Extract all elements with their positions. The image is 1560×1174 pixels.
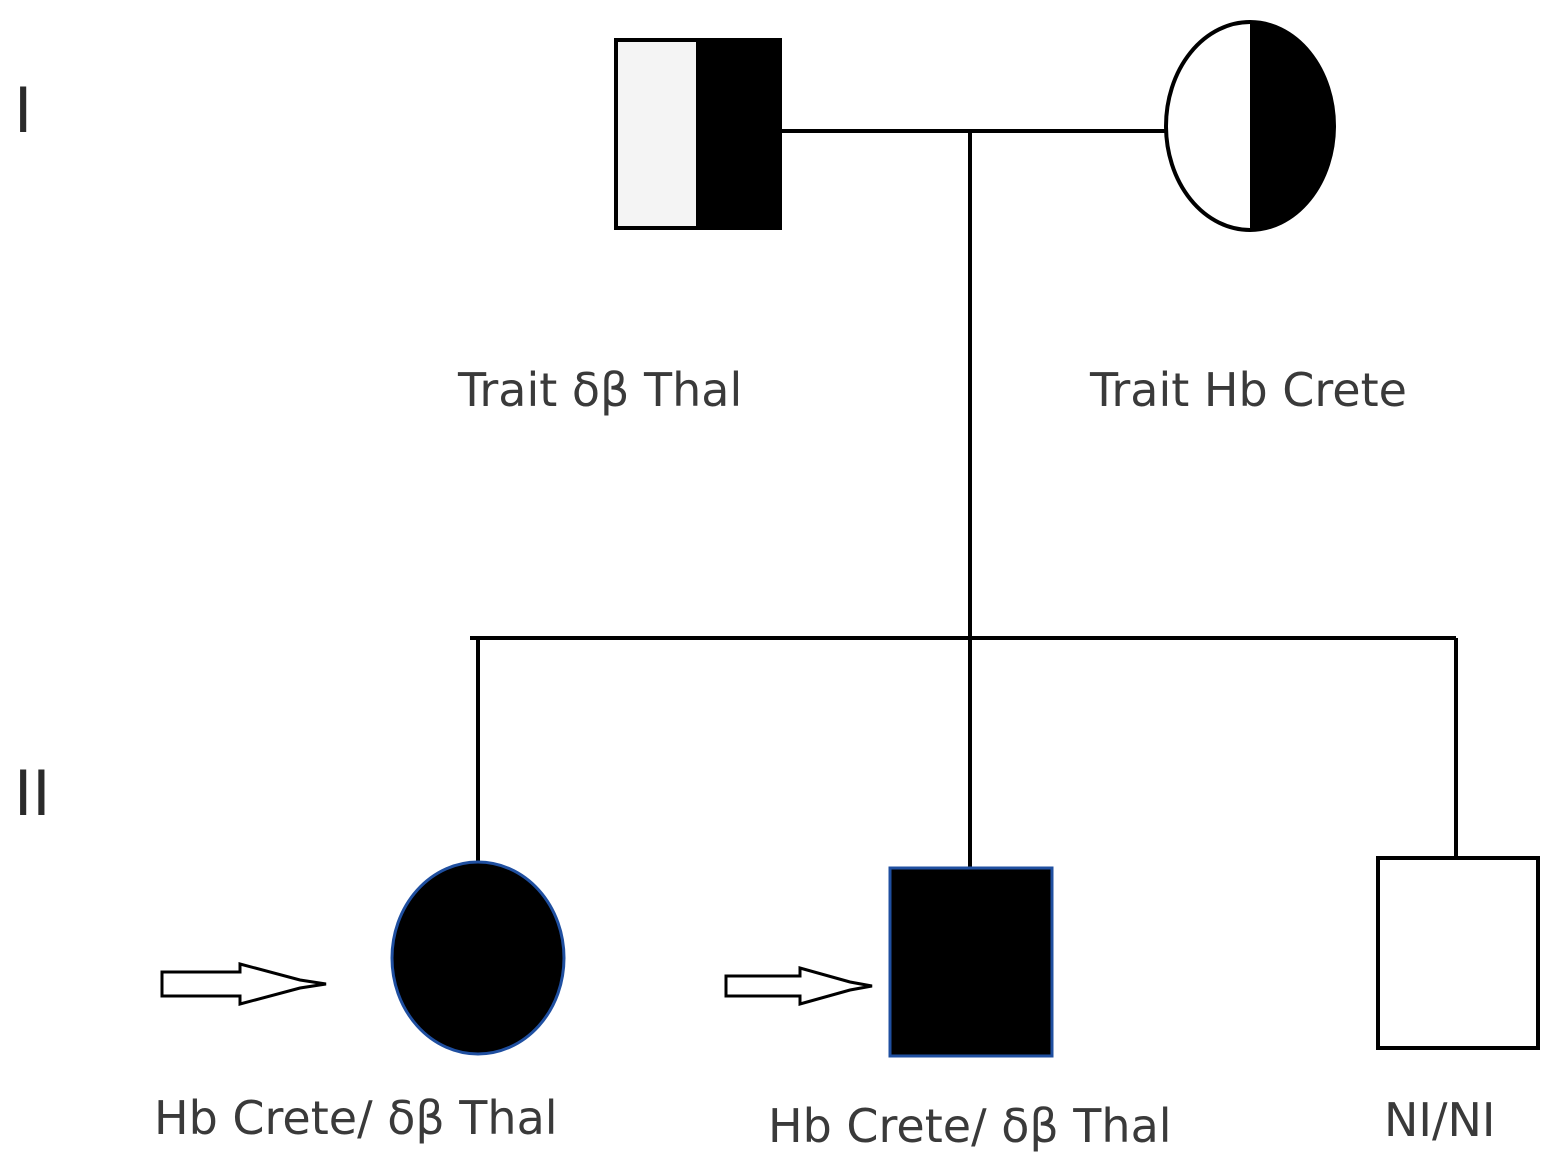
mother-label: Trait Hb Crete [1089, 363, 1407, 417]
daughter-label: Hb Crete/ δβ Thal [154, 1091, 558, 1145]
son2-label: NI/NI [1384, 1093, 1495, 1147]
generation-label-i: I [14, 74, 32, 147]
proband-arrow-1 [160, 962, 327, 1006]
son-symbol [888, 866, 1054, 1058]
father-label: Trait δβ Thal [457, 363, 742, 417]
son2-symbol [1376, 856, 1540, 1050]
proband-arrow-2 [724, 966, 873, 1006]
mother-symbol [1164, 20, 1336, 232]
daughter-symbol [390, 860, 566, 1056]
father-symbol [614, 38, 782, 230]
son-label: Hb Crete/ δβ Thal [768, 1099, 1172, 1153]
generation-label-ii: II [14, 757, 51, 830]
